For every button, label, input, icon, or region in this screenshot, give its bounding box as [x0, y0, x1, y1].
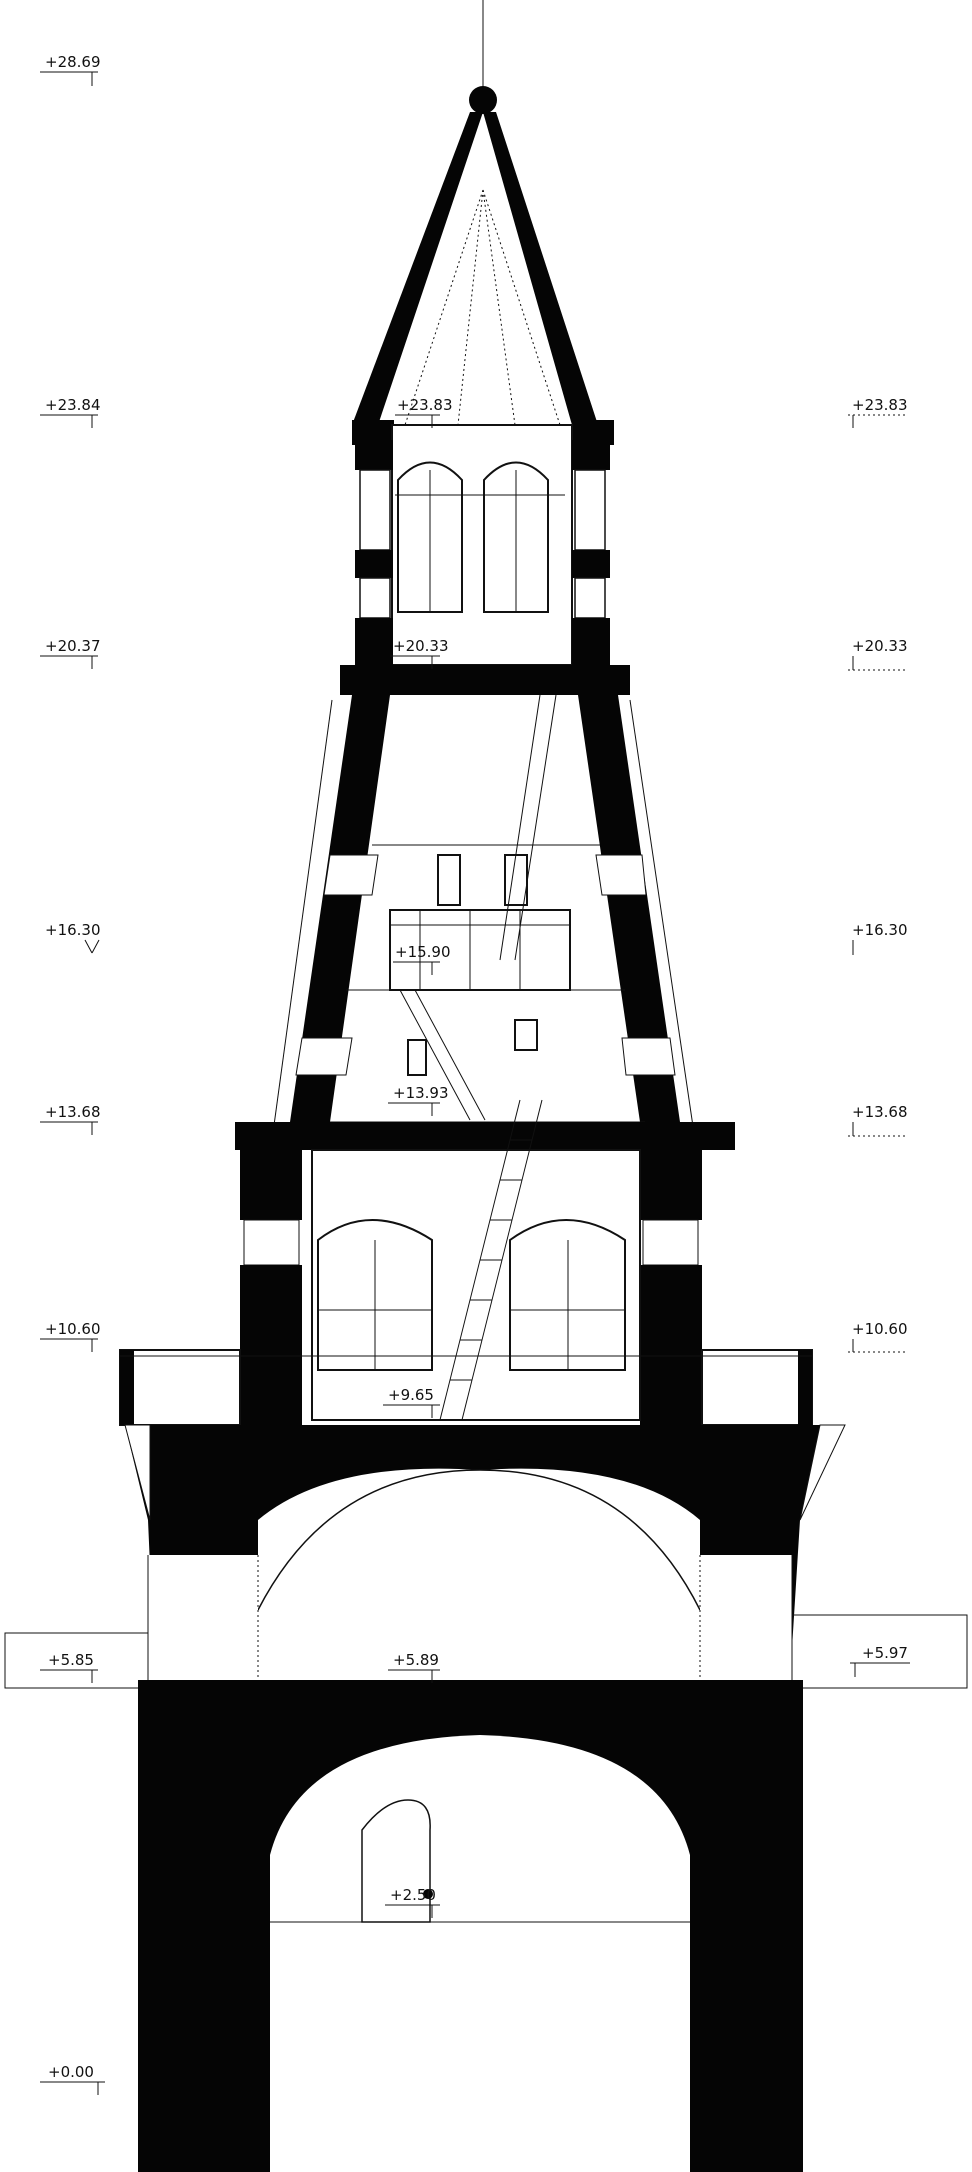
elevation-center-2: +20.33	[393, 637, 449, 655]
elevation-left-3: +20.37	[45, 637, 101, 655]
elevation-left-7: +5.85	[48, 1651, 94, 1669]
elevation-right-1: +23.83	[852, 396, 908, 414]
spire	[352, 0, 614, 445]
elevation-center-5: +9.65	[388, 1386, 434, 1404]
elevation-left-6: +10.60	[45, 1320, 101, 1338]
elevation-right-5: +10.60	[852, 1320, 908, 1338]
elevation-center-3: +15.90	[395, 943, 451, 961]
elevation-center-1: +23.83	[397, 396, 453, 414]
elevation-left-8: +0.00	[48, 2063, 94, 2081]
elevation-right-2: +20.33	[852, 637, 908, 655]
elevation-left-4: +16.30	[45, 921, 101, 939]
elevation-right-6: +5.97	[862, 1644, 908, 1662]
elevation-markers-left: +28.69 +23.84 +20.37 +16.30 +13.68 +10.6…	[40, 53, 105, 2095]
lower-tier	[119, 1099, 813, 1426]
tapered-tier	[271, 665, 696, 1141]
elevation-center-6: +5.89	[393, 1651, 439, 1669]
elevation-markers-center: +23.83 +20.33 +15.90 +13.93 +9.65 +5.89 …	[383, 396, 453, 1918]
elevation-left-1: +28.69	[45, 53, 101, 71]
elevation-right-4: +13.68	[852, 1103, 908, 1121]
elevation-center-7: +2.50	[390, 1886, 436, 1904]
vault-mass	[4, 1424, 968, 1689]
base-arch	[138, 1680, 803, 2172]
belfry	[355, 424, 610, 668]
elevation-markers-right: +23.83 +20.33 +16.30 +13.68 +10.60 +5.97	[848, 396, 910, 1677]
elevation-center-4: +13.93	[393, 1084, 449, 1102]
elevation-left-5: +13.68	[45, 1103, 101, 1121]
elevation-left-2: +23.84	[45, 396, 101, 414]
elevation-right-3: +16.30	[852, 921, 908, 939]
